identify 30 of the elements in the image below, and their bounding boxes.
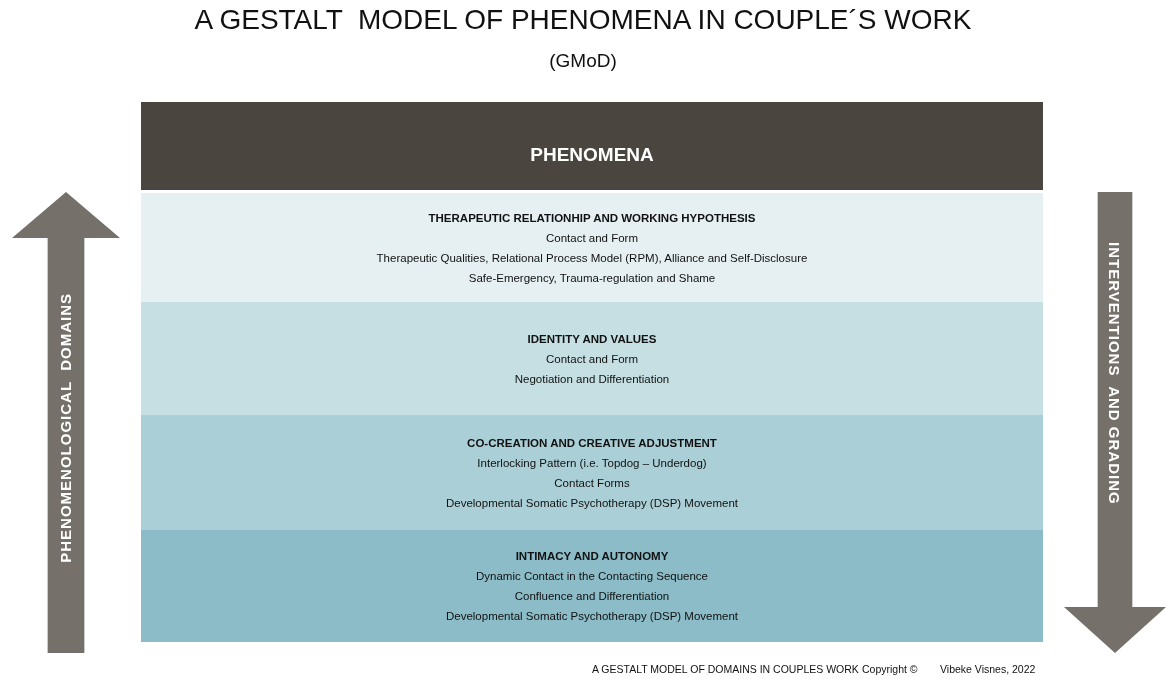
layer-item: Contact and Form — [545, 230, 638, 246]
layer-item: Dynamic Contact in the Contacting Sequence — [475, 569, 709, 584]
layer-band — [141, 415, 1043, 530]
layer-heading: INTIMACY AND AUTONOMY — [515, 549, 669, 564]
layer-item: Therapeutic Qualities, Relational Process Model (RPM), Alliance and Self-Disclosure — [376, 250, 808, 266]
header-text: PHENOMENA — [530, 145, 654, 165]
arrow-label: INTERVENTIONS AND GRADING — [1106, 242, 1123, 505]
author-credit: Vibeke Visnes, 2022 — [940, 663, 1036, 675]
title: A GESTALT MODEL OF PHENOMENA IN COUPLE´S WORK — [193, 4, 973, 36]
footer-text: A GESTALT MODEL OF DOMAINS IN COUPLES WORK — [592, 663, 859, 675]
layer-item: Contact Forms — [554, 475, 630, 491]
layer-item: Confluence and Differentiation — [514, 589, 670, 604]
layer-band — [141, 193, 1043, 302]
layer-item: Contact and Form — [545, 351, 638, 367]
arrow-shape — [1064, 192, 1166, 653]
layer-item: Developmental Somatic Psychotherapy (DSP) Movement — [445, 609, 739, 624]
layer-heading: CO-CREATION AND CREATIVE ADJUSTMENT — [467, 435, 717, 451]
layer-band — [141, 302, 1043, 415]
subtitle: (GMoD) — [548, 50, 618, 72]
arrow-shape — [12, 192, 120, 653]
copyright-text: Copyright © — [862, 663, 918, 675]
layer-item: Developmental Somatic Psychotherapy (DSP) Movement — [445, 495, 739, 511]
header-band — [141, 102, 1043, 190]
layer-heading: THERAPEUTIC RELATIONHIP AND WORKING HYPOTHESIS — [428, 210, 756, 226]
layer-item: Negotiation and Differentiation — [514, 371, 670, 387]
layer-heading: IDENTITY AND VALUES — [527, 331, 657, 347]
layer-item: Safe-Emergency, Trauma-regulation and Shame — [468, 270, 716, 286]
layer-band — [141, 530, 1043, 642]
layer-item: Interlocking Pattern (i.e. Topdog – Underdog) — [477, 455, 707, 471]
arrow-label: PHENOMENOLOGICAL DOMAINS — [57, 293, 74, 563]
